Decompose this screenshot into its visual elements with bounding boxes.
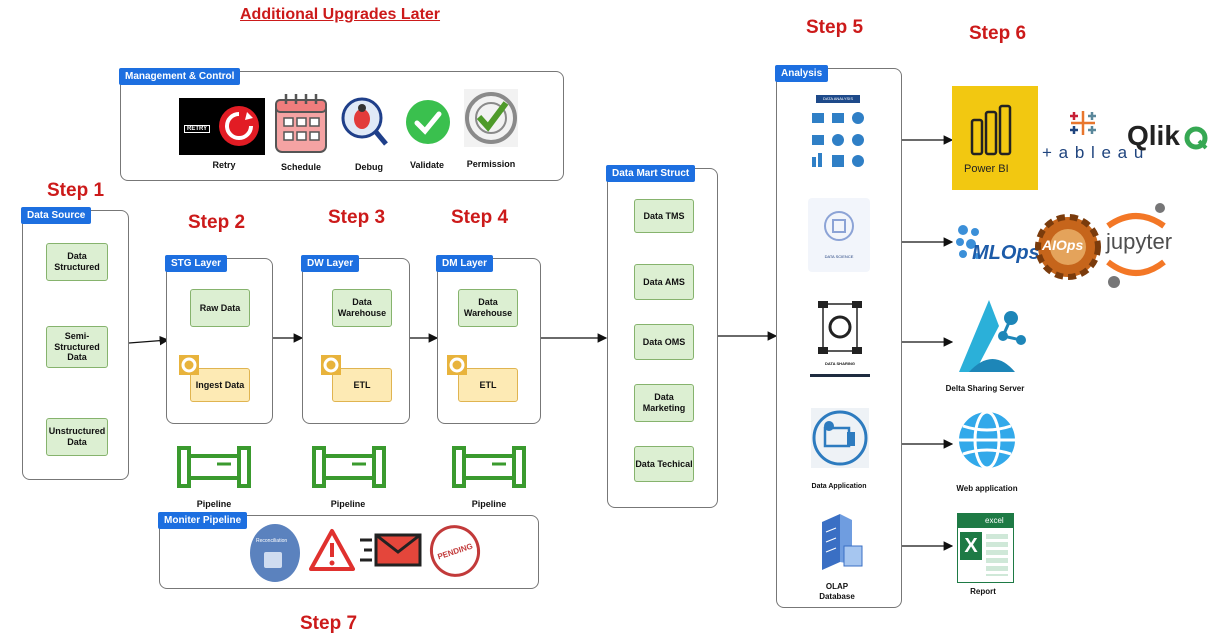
ingest-data-box: Ingest Data xyxy=(190,368,250,402)
data-analysis-icon: DATA ANALYSIS xyxy=(808,95,868,175)
reconciliation-label: Reconciliation xyxy=(256,538,288,544)
mlops-icon xyxy=(956,225,980,259)
data-application-icon xyxy=(811,408,869,468)
monitor-title: Moniter Pipeline xyxy=(158,512,248,529)
monitor-panel: Moniter Pipeline xyxy=(158,512,539,589)
step-2-label: Step 2 xyxy=(188,212,246,233)
step-7-label: Step 7 xyxy=(300,613,358,634)
aiops-icon: AIOps xyxy=(1032,211,1104,283)
data-science-icon: DATA SCIENCE xyxy=(808,198,870,272)
data-oms-box: Data OMS xyxy=(634,324,694,360)
pending-label: PENDING xyxy=(436,541,474,561)
dw-etl-box: ETL xyxy=(332,368,392,402)
gear-icon xyxy=(321,355,341,375)
pipeline-label: Pipeline xyxy=(196,499,232,509)
qlik-label: Qlik xyxy=(1127,120,1180,151)
delta-sharing-label: Delta Sharing Server xyxy=(945,384,1025,393)
analysis-title: Analysis xyxy=(775,65,829,82)
step-1-label: Step 1 xyxy=(47,180,105,201)
data-application-label: Data Application xyxy=(811,483,867,490)
schedule-icon xyxy=(275,94,327,153)
web-application-icon xyxy=(959,410,1015,470)
stg-layer-title: STG Layer xyxy=(165,255,228,272)
retry-label: Retry xyxy=(212,160,236,170)
tableau-label: + a b l e a u xyxy=(1042,143,1145,162)
excel-label: excel xyxy=(985,516,1004,525)
jupyter-icon xyxy=(1106,203,1166,288)
gear-icon xyxy=(447,355,467,375)
step-3-label: Step 3 xyxy=(328,207,386,228)
tableau-icon xyxy=(1070,111,1096,135)
retry-badge: RETRY xyxy=(184,125,211,133)
schedule-label: Schedule xyxy=(281,162,322,172)
management-title: Management & Control xyxy=(119,68,241,85)
dm-layer-title: DM Layer xyxy=(436,255,494,272)
aiops-label: AIOps xyxy=(1042,237,1084,253)
data-mart-title: Data Mart Struct xyxy=(606,165,696,182)
dm-warehouse-box: Data Warehouse xyxy=(458,289,518,327)
dm-etl-box: ETL xyxy=(458,368,518,402)
step-5-label: Step 5 xyxy=(806,17,864,38)
warning-icon xyxy=(309,529,355,571)
excel-icon: excel X xyxy=(957,513,1014,583)
pipeline-icon xyxy=(312,446,386,488)
raw-data-box: Raw Data xyxy=(190,289,250,327)
pipeline-label: Pipeline xyxy=(330,499,366,509)
data-structured-box: Data Structured xyxy=(46,243,108,281)
debug-label: Debug xyxy=(355,162,383,172)
unstructured-box: Unstructured Data xyxy=(46,418,108,456)
jupyter-label: jupyter xyxy=(1106,229,1173,254)
validate-icon xyxy=(406,100,450,144)
pipeline-icon xyxy=(177,446,251,488)
data-sharing-label: DATA SHARING xyxy=(825,361,855,366)
power-bi-label: Power BI xyxy=(964,163,1009,175)
dw-layer-title: DW Layer xyxy=(301,255,360,272)
semi-structured-box: Semi-Structured Data xyxy=(46,326,108,368)
pipeline-label: Pipeline xyxy=(471,499,507,509)
email-icon xyxy=(360,533,422,567)
data-analysis-label: DATA ANALYSIS xyxy=(816,95,860,103)
permission-icon xyxy=(464,89,518,147)
web-application-label: Web application xyxy=(956,484,1018,493)
debug-icon xyxy=(341,97,388,146)
data-technical-box: Data Techical xyxy=(634,446,694,482)
step-4-label: Step 4 xyxy=(451,207,509,228)
retry-icon: RETRY xyxy=(179,98,265,155)
data-science-label: DATA SCIENCE xyxy=(824,254,854,259)
data-source-title: Data Source xyxy=(21,207,92,224)
diagram-title: Additional Upgrades Later xyxy=(240,6,441,23)
permission-label: Permission xyxy=(466,159,516,169)
qlik-q-icon xyxy=(1184,126,1208,150)
data-tms-box: Data TMS xyxy=(634,199,694,233)
dw-warehouse-box: Data Warehouse xyxy=(332,289,392,327)
reconciliation-icon: Reconciliation xyxy=(250,524,300,582)
data-sharing-icon: DATA SHARING xyxy=(810,299,870,377)
pipeline-icon xyxy=(452,446,526,488)
mlops-label: MLOps xyxy=(972,242,1040,264)
step-6-label: Step 6 xyxy=(969,23,1027,44)
data-ams-box: Data AMS xyxy=(634,264,694,300)
data-marketing-box: Data Marketing xyxy=(634,384,694,422)
report-label: Report xyxy=(970,587,996,596)
delta-sharing-icon xyxy=(959,300,1026,372)
validate-label: Validate xyxy=(409,160,445,170)
gear-icon xyxy=(179,355,199,375)
olap-database-label: OLAP Database xyxy=(819,582,855,601)
olap-database-icon xyxy=(822,514,863,570)
power-bi-logo: Power BI xyxy=(952,86,1038,190)
